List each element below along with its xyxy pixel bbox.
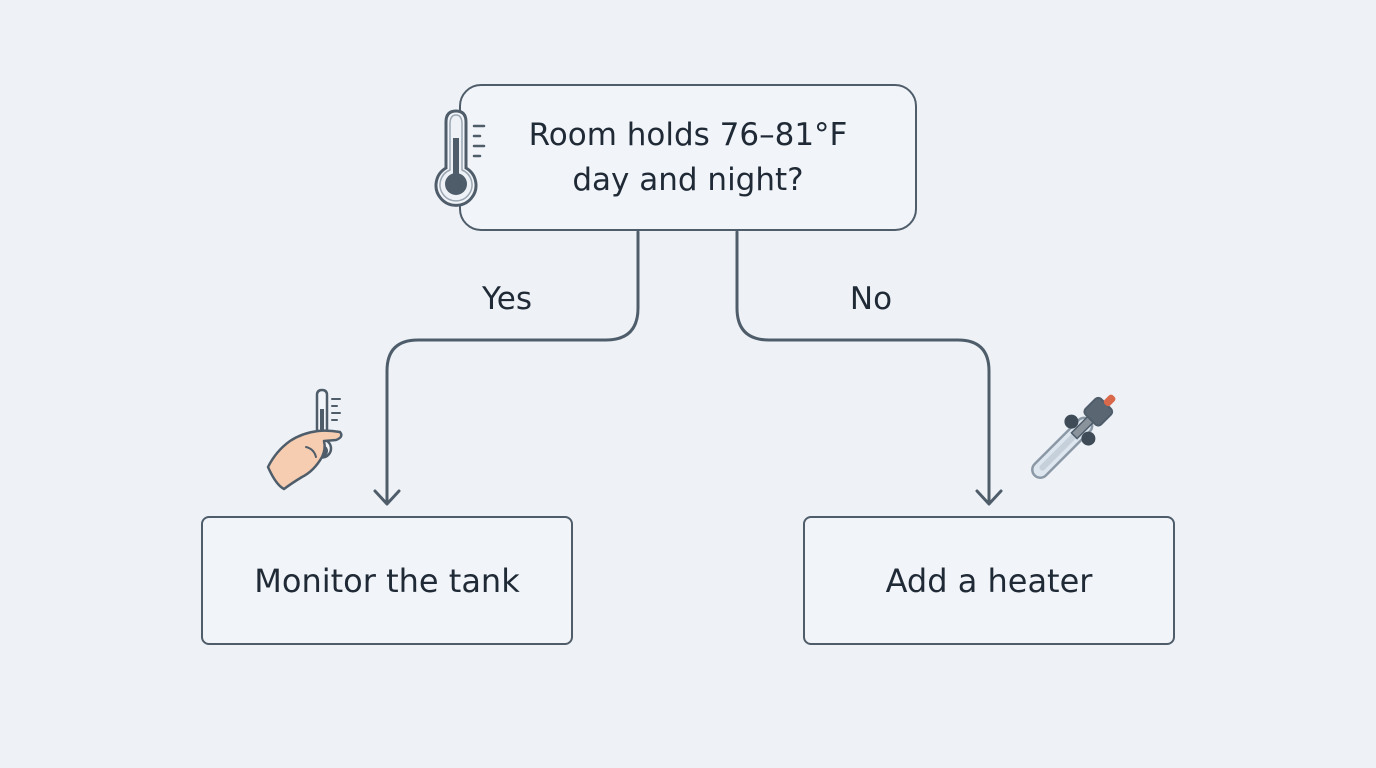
outcome-monitor-text: Monitor the tank: [254, 561, 520, 600]
thermometer-icon: [434, 109, 486, 207]
yes-label: Yes: [481, 281, 533, 317]
question-node: Room holds 76–81°F day and night?: [459, 84, 917, 231]
yes-connector: [385, 230, 640, 504]
outcome-monitor-node: Monitor the tank: [201, 516, 573, 645]
no-arrowhead: [975, 489, 1003, 506]
outcome-heater-node: Add a heater: [803, 516, 1175, 645]
hand-thermometer-icon: [266, 388, 343, 491]
question-text: Room holds 76–81°F day and night?: [528, 116, 848, 198]
yes-arrowhead: [373, 489, 401, 506]
no-connector: [735, 230, 991, 504]
no-label: No: [849, 281, 893, 317]
outcome-heater-text: Add a heater: [885, 561, 1093, 600]
aquarium-heater-icon: [1031, 394, 1116, 479]
